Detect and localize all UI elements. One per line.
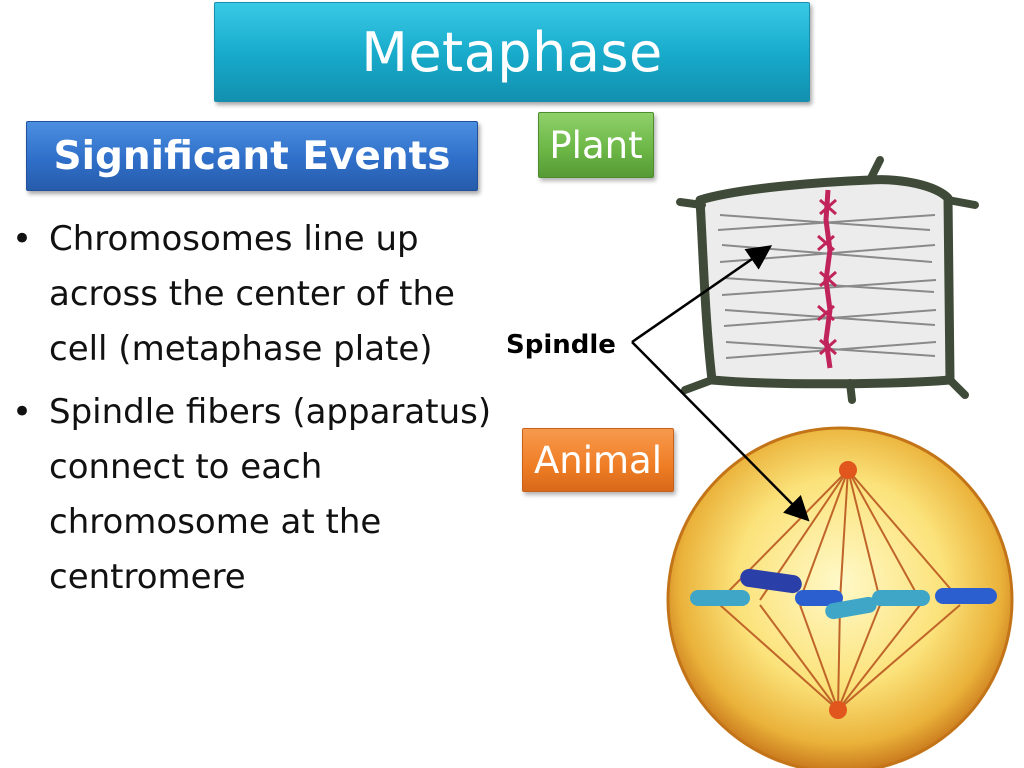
spindle-label: Spindle (506, 330, 616, 360)
bullet-dot-icon: • (12, 392, 33, 432)
animal-cell-illustration (666, 426, 1014, 768)
bullet-item-chromosomes: • Chromosomes line up across the center … (12, 212, 502, 377)
plant-cell-illustration (676, 156, 979, 404)
plant-wall-stub (944, 196, 979, 209)
bullet-dot-icon: • (12, 219, 33, 259)
arrow-to-plant-spindle (631, 245, 773, 344)
plant-wall-stub (676, 198, 706, 209)
slide-title-box: Metaphase (214, 2, 810, 102)
plant-tag-label: Plant (549, 123, 643, 167)
slide-title: Metaphase (361, 20, 663, 84)
section-heading: Significant Events (53, 133, 451, 179)
plant-wall-stub (866, 156, 884, 184)
plant-tag: Plant (538, 112, 654, 178)
bullet-item-spindle: • Spindle fibers (apparatus) connect to … (12, 385, 502, 605)
animal-tag-label: Animal (533, 438, 663, 482)
plant-wall-stub (681, 376, 716, 394)
plant-wall-stub (946, 376, 969, 399)
bullet-list: • Chromosomes line up across the center … (12, 212, 502, 613)
plant-wall-stub (846, 379, 856, 404)
animal-tag: Animal (522, 428, 674, 492)
centrosome-bottom (829, 701, 847, 719)
animal-spindle-fibers (719, 469, 961, 711)
bullet-text: Chromosomes line up across the center of… (49, 219, 455, 369)
section-heading-box: Significant Events (26, 121, 478, 191)
plant-chromosomes (817, 198, 837, 356)
animal-chromosomes (690, 568, 997, 620)
spindle-arrows (631, 245, 810, 522)
bullet-text: Spindle fibers (apparatus) connect to ea… (49, 392, 492, 597)
centrosome-top (839, 461, 857, 479)
arrow-to-animal-spindle (631, 341, 810, 522)
